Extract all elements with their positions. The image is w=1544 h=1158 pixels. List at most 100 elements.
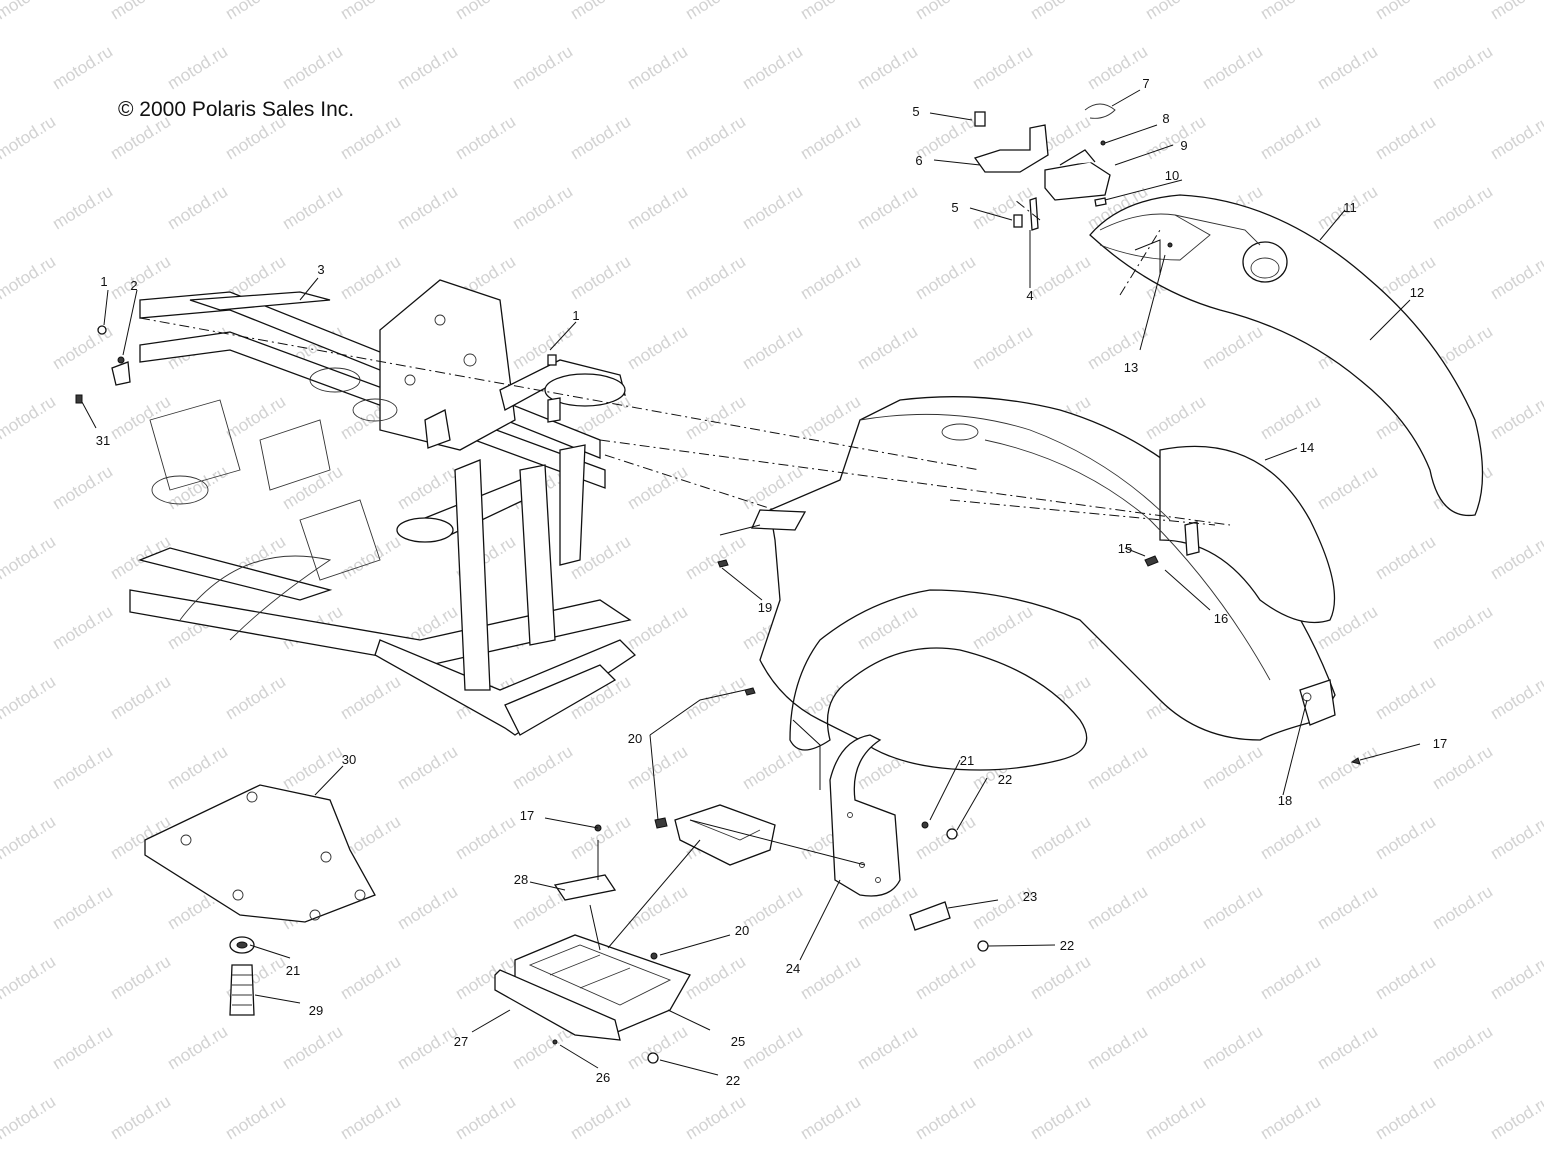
watermark-text: motod.ru xyxy=(394,882,461,934)
watermark-text: motod.ru xyxy=(222,392,289,444)
callout-1a: 1 xyxy=(100,274,107,289)
watermark-text: motod.ru xyxy=(1429,602,1496,654)
watermark-text: motod.ru xyxy=(1199,882,1266,934)
watermark-text: motod.ru xyxy=(222,672,289,724)
callout-22b: 22 xyxy=(1060,938,1074,953)
watermark-text: motod.ru xyxy=(682,1092,749,1144)
watermark-text: motod.ru xyxy=(1372,952,1439,1004)
watermark-text: motod.ru xyxy=(1429,882,1496,934)
watermark-text: motod.ru xyxy=(1257,1092,1324,1144)
watermark-text: motod.ru xyxy=(682,532,749,584)
watermark-text: motod.ru xyxy=(0,532,59,584)
watermark-text: motod.ru xyxy=(567,0,634,23)
watermark-text: motod.ru xyxy=(222,112,289,164)
callout-25: 25 xyxy=(731,1034,745,1049)
watermark-text: motod.ru xyxy=(912,952,979,1004)
watermark-text: motod.ru xyxy=(0,462,1,514)
watermark-text: motod.ru xyxy=(682,952,749,1004)
watermark-text: motod.ru xyxy=(1199,742,1266,794)
watermark-text: motod.ru xyxy=(1257,112,1324,164)
callout-10: 10 xyxy=(1165,168,1179,183)
watermark-text: motod.ru xyxy=(624,182,691,234)
watermark-text: motod.ru xyxy=(1429,182,1496,234)
watermark-text: motod.ru xyxy=(509,182,576,234)
frame-assembly xyxy=(75,279,637,736)
watermark-text: motod.ru xyxy=(0,812,59,864)
watermark-text: motod.ru xyxy=(1027,812,1094,864)
watermark-text: motod.ru xyxy=(0,602,1,654)
watermark-text: motod.ru xyxy=(0,392,59,444)
watermark-text: motod.ru xyxy=(567,252,634,304)
watermark-text: motod.ru xyxy=(797,0,864,23)
callout-9: 9 xyxy=(1180,138,1187,153)
watermark-text: motod.ru xyxy=(1142,0,1209,23)
watermark-text: motod.ru xyxy=(452,112,519,164)
watermark-text: motod.ru xyxy=(1142,952,1209,1004)
watermark-text: motod.ru xyxy=(624,742,691,794)
watermark-text: motod.ru xyxy=(1487,1092,1544,1144)
hardware xyxy=(552,242,1361,1064)
callout-27: 27 xyxy=(454,1034,468,1049)
watermark-text: motod.ru xyxy=(279,42,346,94)
watermark-text: motod.ru xyxy=(164,182,231,234)
front-fender-body xyxy=(751,396,1336,771)
watermark-text: motod.ru xyxy=(682,0,749,23)
watermark-text: motod.ru xyxy=(164,742,231,794)
watermark-text: motod.ru xyxy=(739,742,806,794)
callout-leaders xyxy=(81,89,1421,1076)
callout-30: 30 xyxy=(342,752,356,767)
callout-31: 31 xyxy=(96,433,110,448)
watermark-text: motod.ru xyxy=(49,1022,116,1074)
watermark-text: motod.ru xyxy=(337,532,404,584)
footrest-assembly xyxy=(494,804,776,1041)
watermark-text: motod.ru xyxy=(739,182,806,234)
watermark-text: motod.ru xyxy=(1487,952,1544,1004)
watermark-text: motod.ru xyxy=(164,42,231,94)
watermark-text: motod.ru xyxy=(912,812,979,864)
watermark-text: motod.ru xyxy=(1314,42,1381,94)
watermark-text: motod.ru xyxy=(567,1092,634,1144)
callout-11: 11 xyxy=(1343,200,1357,215)
watermark-text: motod.ru xyxy=(624,42,691,94)
watermark-text: motod.ru xyxy=(394,1022,461,1074)
callout-18: 18 xyxy=(1278,793,1292,808)
watermark-text: motod.ru xyxy=(279,182,346,234)
callout-20b: 20 xyxy=(735,923,749,938)
watermark-text: motod.ru xyxy=(1257,0,1324,23)
callout-15: 15 xyxy=(1118,541,1132,556)
watermark-text: motod.ru xyxy=(1027,252,1094,304)
watermark-text: motod.ru xyxy=(49,182,116,234)
watermark-text: motod.ru xyxy=(1487,812,1544,864)
watermark-text: motod.ru xyxy=(107,672,174,724)
watermark-text: motod.ru xyxy=(0,322,1,374)
watermark-text: motod.ru xyxy=(912,252,979,304)
callout-5a: 5 xyxy=(912,104,919,119)
watermark-text: motod.ru xyxy=(279,462,346,514)
callout-2: 2 xyxy=(130,278,137,293)
watermark-text: motod.ru xyxy=(1487,112,1544,164)
watermark-text: motod.ru xyxy=(452,812,519,864)
watermark-text: motod.ru xyxy=(1372,112,1439,164)
watermark-text: motod.ru xyxy=(1487,532,1544,584)
watermark-text: motod.ru xyxy=(624,322,691,374)
watermark-text: motod.ru xyxy=(337,252,404,304)
watermark-text: motod.ru xyxy=(1027,952,1094,1004)
watermark-text: motod.ru xyxy=(1199,42,1266,94)
watermark-text: motod.ru xyxy=(107,1092,174,1144)
watermark-text: motod.ru xyxy=(624,462,691,514)
callout-19: 19 xyxy=(758,600,772,615)
watermark-text: motod.ru xyxy=(1199,1022,1266,1074)
watermark-text: motod.ru xyxy=(1487,672,1544,724)
watermark-text: motod.ru xyxy=(394,462,461,514)
watermark-text: motod.ru xyxy=(107,252,174,304)
watermark-text: motod.ru xyxy=(1314,882,1381,934)
callout-8: 8 xyxy=(1162,111,1169,126)
watermark-text: motod.ru xyxy=(969,1022,1036,1074)
watermark-text: motod.ru xyxy=(797,392,864,444)
callout-22a: 22 xyxy=(998,772,1012,787)
watermark-text: motod.ru xyxy=(912,0,979,23)
callout-17a: 17 xyxy=(1433,736,1447,751)
callout-4: 4 xyxy=(1026,288,1033,303)
callout-20a: 20 xyxy=(628,731,642,746)
